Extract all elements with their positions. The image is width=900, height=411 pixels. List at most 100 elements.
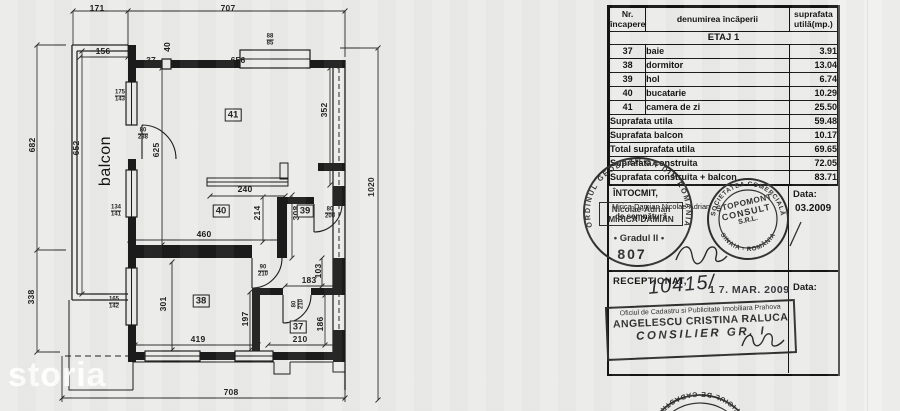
header-area: suprafata utilă(mp.) <box>788 7 839 32</box>
column-divider <box>788 186 789 272</box>
room-number-label: 39 <box>296 204 314 218</box>
total-value: 10.17 <box>788 128 839 143</box>
dimension-label: 156 <box>95 46 111 56</box>
table-header-row: Nr. încapere denumirea încăperii suprafa… <box>608 7 839 32</box>
dimension-label: 37 <box>146 55 156 65</box>
dimension-label: 652 <box>71 140 81 156</box>
right-wall <box>332 60 346 390</box>
dimension-label: 419 <box>190 334 206 344</box>
dimension-label: 625 <box>151 142 161 158</box>
total-value: 59.48 <box>788 114 839 129</box>
dimension-label: 707 <box>220 3 236 13</box>
office-rectangular-stamp: Oficiul de Cadastru si Publicitate Imobi… <box>604 299 798 361</box>
scan-light-band <box>838 0 900 411</box>
dimension-label: 352 <box>319 102 329 118</box>
window-mullions <box>131 58 310 357</box>
header-name: denumirea încăperii <box>645 7 790 32</box>
receptionat-section: RECEPTIONAT, Data: <box>609 270 838 373</box>
geodez-number: 807 <box>617 246 647 262</box>
room-name: baie <box>645 44 790 59</box>
floor-plan-drawing <box>34 8 381 403</box>
intocmit-data-label: Data: <box>793 189 817 200</box>
bottom-stamp-ring-text: OFICIUL DE CADASTRU <box>654 390 746 411</box>
total-label: Total suprafata utila <box>609 142 790 157</box>
dimension-label: 197 <box>240 311 250 327</box>
geodez-grade: • Gradul II • <box>613 233 665 244</box>
room-area: 10.29 <box>788 86 839 101</box>
dimension-label: 183 <box>301 275 317 285</box>
room-number-label: 37 <box>289 320 307 334</box>
dimension-label: 40 <box>162 42 172 52</box>
room-nr: 41 <box>608 100 647 115</box>
header-nr: Nr. încapere <box>608 7 647 32</box>
date-stamp: 1 7. MAR. 2009 <box>709 284 790 296</box>
dimension-label: 656 <box>230 55 246 65</box>
total-label: Suprafata construita + balcon <box>609 170 790 185</box>
room-area: 3.91 <box>788 44 839 59</box>
dimension-label: 301 <box>158 296 168 312</box>
room-number-label: 38 <box>192 294 210 308</box>
dimension-label: 214 <box>252 205 262 221</box>
room-area: 6.74 <box>788 72 839 87</box>
dimension-label: 682 <box>27 137 37 153</box>
room-nr: 39 <box>608 72 647 87</box>
room-area: 13.04 <box>788 58 839 73</box>
dimension-label: 708 <box>223 387 239 397</box>
area-table: Nr. încapere denumirea încăperii suprafa… <box>608 7 839 185</box>
section-title: ETAJ 1 <box>609 31 838 45</box>
intocmit-label: ÎNTOCMIT, <box>613 188 658 198</box>
room-number-label: 40 <box>212 204 230 218</box>
section-title-row: ETAJ 1 <box>609 31 838 45</box>
door-swings <box>141 124 343 324</box>
room-name: camera de zi <box>645 100 790 115</box>
bottom-cutoff-stamp: OFICIUL DE CADASTRU <box>654 390 746 411</box>
area-table-panel: Nr. încapere denumirea încăperii suprafa… <box>607 5 840 376</box>
room-nr: 40 <box>608 86 647 101</box>
storia-watermark: storia <box>8 356 107 394</box>
dimension-label: 186 <box>315 316 325 332</box>
total-label: Suprafata balcon <box>609 128 790 143</box>
dimension-label: 338 <box>26 289 36 305</box>
dimension-label: 1020 <box>366 177 376 197</box>
total-value: 69.65 <box>788 142 839 157</box>
receptionat-label: RECEPTIONAT, <box>613 276 687 287</box>
room-area: 25.50 <box>788 100 839 115</box>
dimension-label: 210 <box>292 334 308 344</box>
geodez-stamp-name-box: Nicolae-Adrian MIRICA-DAMIAN <box>599 202 683 226</box>
room-nr: 37 <box>608 44 647 59</box>
dimension-label: 36 <box>156 247 166 257</box>
balcony-label: balcon <box>97 135 114 187</box>
dimension-label: 171 <box>89 3 105 13</box>
room-name: dormitor <box>645 58 790 73</box>
total-label: Suprafata construita <box>609 156 790 171</box>
scan-edge-line <box>867 0 868 411</box>
intocmit-date: 03.2009 <box>795 203 832 214</box>
kitchen-counter <box>206 162 289 187</box>
room-number-label: 41 <box>224 108 242 122</box>
receptionat-data-label: Data: <box>793 282 817 293</box>
geodez-name1: Nicolae-Adrian <box>611 204 671 214</box>
balcony-outline <box>71 44 128 301</box>
column-divider <box>788 272 789 373</box>
room-nr: 38 <box>608 58 647 73</box>
total-value: 83.71 <box>788 170 839 185</box>
lower-outline <box>65 300 346 391</box>
dimension-label: 103 <box>313 263 323 279</box>
dimension-label: 240 <box>237 184 253 194</box>
